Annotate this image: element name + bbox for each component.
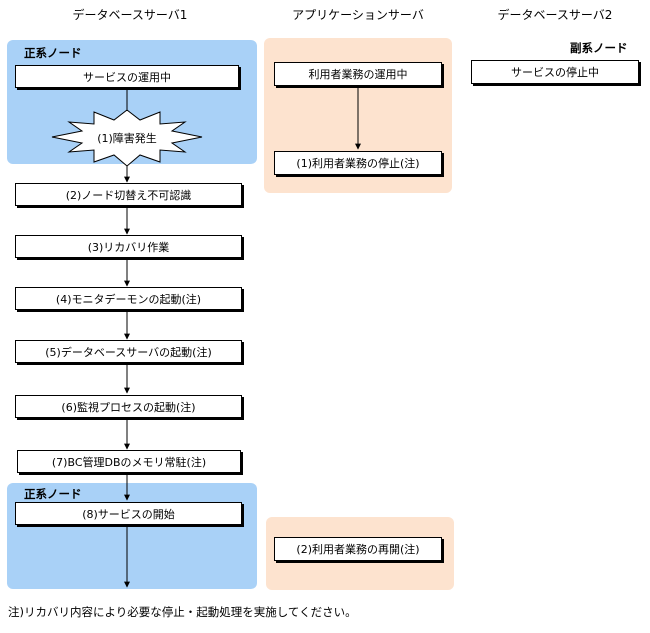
column-header-db1: データベースサーバ1 xyxy=(72,8,188,22)
step-service-start: (8)サービスの開始 xyxy=(15,502,242,525)
primary-node-region-bottom xyxy=(7,483,257,589)
step-bc-db-memory-resident: (7)BC管理DBのメモリ常駐(注) xyxy=(17,450,241,473)
app-step-running: 利用者業務の運用中 xyxy=(274,62,442,86)
failure-burst xyxy=(51,109,203,167)
column-header-app: アプリケーションサーバ xyxy=(292,8,424,22)
step-monitor-process-start: (6)監視プロセスの起動(注) xyxy=(15,395,242,418)
app-step-resume: (2)利用者業務の再開(注) xyxy=(274,537,442,561)
step-db-server-start: (5)データベースサーバの起動(注) xyxy=(15,340,242,363)
step-node-switch-unavailable: (2)ノード切替え不可認識 xyxy=(15,183,242,206)
db2-step-stopped: サービスの停止中 xyxy=(471,60,639,84)
footnote: 注)リカバリ内容により必要な停止・起動処理を実施してください。 xyxy=(8,605,357,619)
failure-label: (1)障害発生 xyxy=(97,132,157,145)
node-label-primary-bottom: 正系ノード xyxy=(24,487,82,501)
column-header-db2: データベースサーバ2 xyxy=(497,8,613,22)
step-monitor-daemon-start: (4)モニタデーモンの起動(注) xyxy=(15,287,242,310)
step-recovery-work: (3)リカバリ作業 xyxy=(15,235,242,258)
node-label-primary-top: 正系ノード xyxy=(24,46,82,60)
app-step-stop: (1)利用者業務の停止(注) xyxy=(274,151,442,175)
step-service-running: サービスの運用中 xyxy=(15,65,239,88)
node-label-secondary: 副系ノード xyxy=(570,41,628,55)
